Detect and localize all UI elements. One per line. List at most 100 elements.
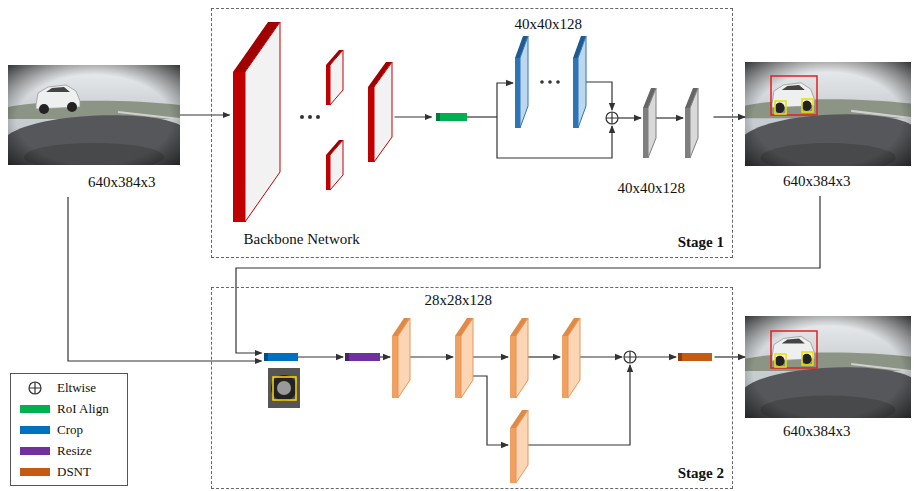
stage2-head — [298, 357, 676, 445]
detection-boxes — [771, 76, 817, 115]
stage1-head — [467, 116, 497, 117]
stage2-head — [268, 368, 300, 408]
node-label: 640x384x3 — [88, 173, 156, 191]
stage2-head — [277, 381, 291, 395]
connector-arrow — [714, 116, 746, 117]
stage2-head — [580, 356, 622, 357]
legend-swatch — [20, 468, 50, 476]
stage1-head — [606, 112, 618, 124]
text-slot: Backbone Network — [244, 230, 360, 248]
stage2-head — [264, 318, 712, 483]
node-label: 40x40x128 — [618, 179, 686, 197]
photos — [745, 62, 911, 172]
stage1-head — [515, 58, 520, 128]
stage1-head — [573, 58, 578, 128]
stage2-head — [298, 356, 343, 357]
stage-box: Stage 1Backbone Network40x40x12840x40x12… — [211, 8, 733, 258]
detection-boxes — [802, 352, 813, 365]
stage2-head — [410, 356, 453, 357]
stage1-head — [497, 83, 513, 117]
stage1-head — [440, 113, 467, 121]
stage2-head — [473, 356, 508, 357]
stage1-head — [685, 108, 690, 158]
input-image: 640x384x3 — [8, 65, 180, 197]
legend-label: RoI Align — [57, 400, 109, 418]
detection-boxes — [771, 331, 817, 368]
legend-label: DSNT — [57, 463, 91, 481]
connector-arrow — [180, 114, 230, 115]
stage1-head — [548, 80, 552, 84]
photos — [8, 62, 911, 424]
stage2-head — [473, 376, 508, 445]
stage2-head — [268, 353, 298, 361]
legend-swatch — [20, 405, 50, 413]
stage2-head — [345, 353, 349, 361]
text-slot: 640x384x3 — [88, 173, 156, 191]
node-label: 40x40x128 — [515, 15, 583, 33]
connector-arrow — [68, 197, 262, 361]
stage-label: Stage 2 — [678, 464, 724, 482]
legend-label: Crop — [57, 421, 83, 439]
stage1-head — [690, 88, 698, 158]
stage2-head — [273, 377, 296, 400]
legend-swatch — [20, 426, 50, 434]
stage2-head — [678, 353, 682, 361]
stage1-head — [497, 117, 612, 158]
node-label: 640x384x3 — [783, 422, 851, 440]
legend-row: RoI Align — [11, 400, 127, 418]
detection-boxes — [775, 101, 786, 114]
text-slot: 640x384x3 — [783, 422, 851, 440]
backbone-layers — [233, 72, 245, 222]
backbone-layers — [326, 65, 330, 105]
stage1-head — [606, 112, 618, 124]
node-label: 640x384x3 — [783, 172, 851, 190]
stage1-head — [436, 113, 440, 121]
stage1-head — [436, 36, 698, 158]
stage2-head — [455, 336, 461, 398]
stage2-head — [380, 356, 390, 357]
backbone-layers — [330, 50, 343, 105]
legend-row: Crop — [11, 421, 127, 439]
stage1-head — [520, 36, 528, 128]
text-slot: 28x28x128 — [425, 291, 493, 309]
photos — [745, 316, 911, 424]
backbone-layers — [308, 115, 312, 119]
stage2-head — [562, 336, 568, 398]
connector-arrow — [715, 356, 746, 357]
stage1-head — [618, 117, 641, 118]
backbone-layers — [245, 22, 280, 222]
stage2-head — [528, 356, 560, 357]
backbone-layers — [330, 140, 343, 190]
output-image: 640x384x3 — [745, 316, 911, 446]
stage2-head — [461, 318, 473, 398]
detection-boxes — [771, 76, 817, 368]
connector-arrow — [395, 116, 432, 117]
backbone-layers — [300, 115, 304, 119]
detection-boxes — [775, 354, 786, 367]
stage2-head — [682, 353, 712, 361]
legend-swatch — [20, 447, 50, 455]
text-slot: Stage 2 — [678, 464, 724, 482]
stage1-head — [648, 88, 656, 158]
stage1-head — [578, 36, 586, 128]
stage2-head — [510, 428, 516, 483]
detection-boxes — [802, 99, 813, 112]
text-slot: 40x40x128 — [515, 15, 583, 33]
stage1-head — [540, 80, 544, 84]
stage2-head — [516, 410, 528, 483]
node-label: Backbone Network — [244, 230, 360, 248]
stage2-head — [568, 318, 580, 398]
refine-head: 28x28x128 — [262, 289, 715, 488]
stage1-head — [586, 82, 612, 110]
stage2-head — [516, 318, 528, 398]
stage1-head — [656, 117, 683, 118]
photos — [8, 65, 180, 171]
stage2-head — [624, 351, 636, 363]
backbone-layers — [316, 115, 320, 119]
backbone-layers — [233, 22, 392, 222]
stage2-head — [398, 318, 410, 398]
backbone-layers — [374, 62, 392, 162]
